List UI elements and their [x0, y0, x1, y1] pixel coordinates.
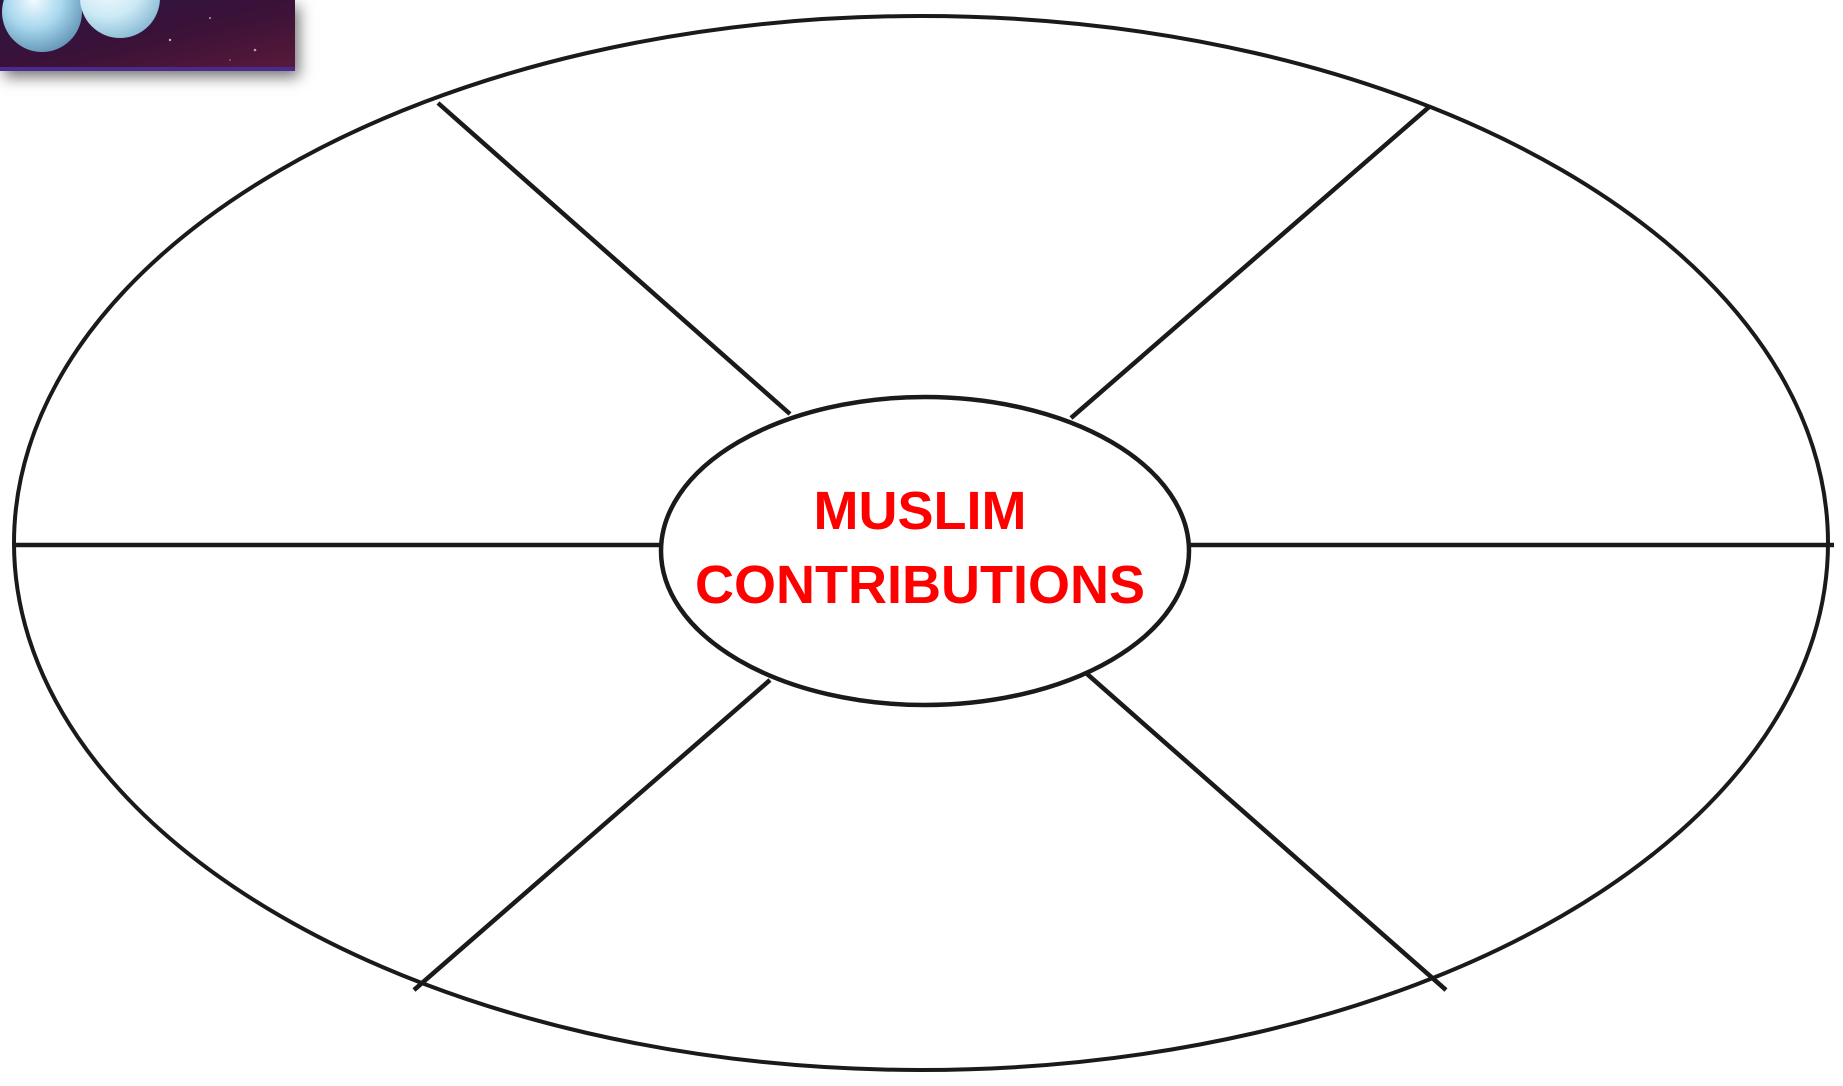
space-planet-image	[0, 0, 295, 71]
spoke-bottom-right	[1086, 673, 1446, 990]
spoke-bottom-left	[414, 680, 770, 990]
spoke-top-right	[1071, 107, 1429, 418]
center-label-line1: MUSLIM	[814, 481, 1027, 541]
spoke-top-left	[438, 103, 790, 414]
center-ellipse	[661, 397, 1189, 705]
center-label-line2: CONTRIBUTIONS	[695, 555, 1145, 615]
